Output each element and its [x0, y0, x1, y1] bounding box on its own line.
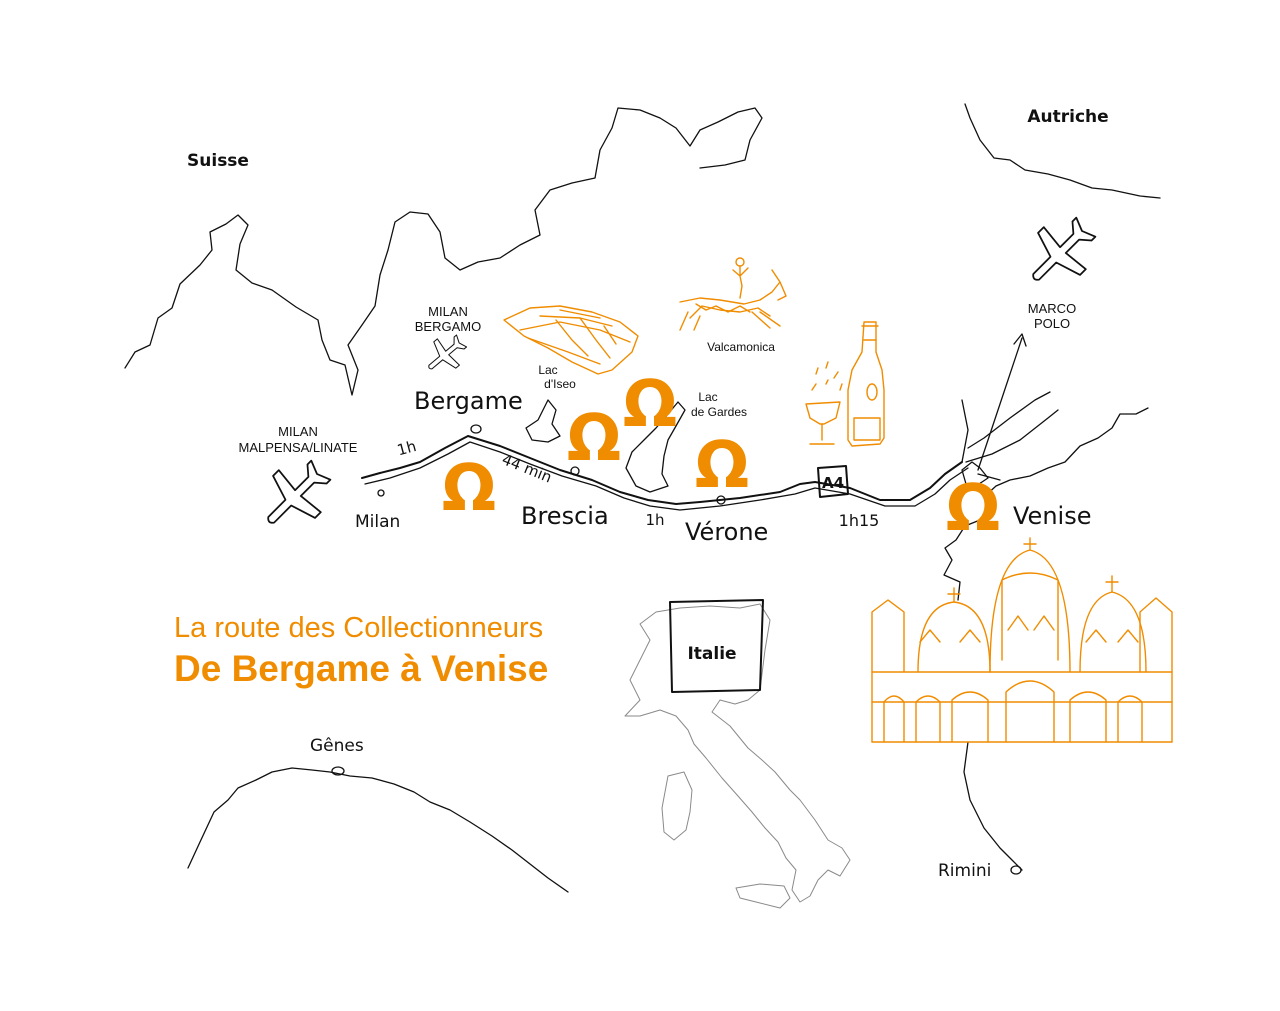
genes-label: Gênes: [310, 736, 364, 756]
adriatic-coast: [943, 407, 1149, 601]
brescia-label: Brescia: [521, 502, 609, 530]
verone-marker: [716, 495, 726, 505]
basilica-illustration: [871, 537, 1173, 743]
airport-malpensa-line2: MALPENSA/LINATE: [239, 440, 358, 455]
omega-marker-icon: Ω: [623, 368, 677, 442]
duration-brescia-verone: 1h: [645, 511, 664, 529]
champagne-glass-illustration: [805, 361, 843, 445]
ligurian-coast: [187, 767, 569, 893]
airport-bergamo-line1: MILAN: [428, 304, 468, 319]
bergame-marker: [470, 424, 482, 434]
a4-shield: A4: [817, 465, 849, 498]
lac-iseo-line2: d'Iseo: [544, 377, 576, 391]
marco-polo-arrow-icon: [1013, 333, 1027, 347]
venice-roads: [961, 391, 1059, 481]
airplane-icon: [267, 459, 332, 524]
airport-marco-polo: MARCO POLO: [1028, 301, 1076, 331]
speedboat-illustration: [503, 305, 639, 375]
italy-inset: Italie: [624, 599, 851, 909]
rimini-label: Rimini: [938, 861, 991, 881]
lac-iseo-line1: Lac: [538, 363, 557, 377]
wine-bottle-illustration: [847, 321, 885, 447]
venice-lagoon: [961, 461, 989, 487]
lac-garde-line1: Lac: [698, 390, 717, 404]
italie-label: Italie: [687, 644, 736, 664]
swiss-border: [124, 107, 763, 396]
airplane-icon: [428, 334, 468, 370]
omega-marker-icon: Ω: [567, 402, 621, 476]
airport-malpensa: MILAN MALPENSA/LINATE: [239, 424, 358, 455]
airport-marco-polo-line2: POLO: [1034, 316, 1070, 331]
venise-label: Venise: [1013, 502, 1091, 530]
omega-marker-icon: Ω: [695, 429, 749, 503]
milan-marker: [377, 489, 385, 497]
airplane-icon: [1032, 216, 1097, 281]
airport-marco-polo-line1: MARCO: [1028, 301, 1076, 316]
coast-to-rimini: [963, 741, 1023, 871]
lac-garde-line2: de Gardes: [691, 405, 747, 419]
duration-verone-venise: 1h15: [839, 511, 880, 530]
lake-iseo: [525, 399, 561, 443]
brescia-marker: [570, 466, 580, 476]
omega-marker-icon: Ω: [946, 472, 1000, 546]
milan-label: Milan: [355, 512, 400, 532]
airport-bergamo-line2: BERGAMO: [415, 319, 481, 334]
verone-label: Vérone: [685, 518, 768, 546]
sicily-outline: [735, 883, 791, 909]
a4-label: A4: [822, 474, 844, 492]
sardinia-outline: [661, 771, 693, 841]
austrian-border: [964, 103, 1161, 199]
genes-marker: [331, 766, 345, 776]
motorway-a4-road-inner: [364, 441, 969, 511]
title-line1: La route des Collectionneurs: [174, 612, 543, 644]
italy-outline: [624, 603, 851, 903]
marco-polo-route: [977, 337, 1023, 471]
lake-garda: [625, 401, 686, 493]
duration-milan-bergame: 1h: [395, 437, 418, 459]
rock-art-illustration: [679, 257, 787, 331]
title-line2: De Bergame à Venise: [174, 648, 548, 689]
autriche-label: Autriche: [1027, 107, 1108, 127]
airport-bergamo: MILAN BERGAMO: [415, 304, 481, 334]
suisse-label: Suisse: [187, 151, 249, 171]
airport-malpensa-line1: MILAN: [278, 424, 318, 439]
motorway-a4-road: [361, 435, 963, 505]
rimini-marker: [1010, 865, 1022, 875]
valcamonica-label: Valcamonica: [707, 340, 775, 354]
italy-inset-frame: [669, 599, 764, 693]
bergame-label: Bergame: [414, 387, 523, 415]
omega-marker-icon: Ω: [442, 452, 496, 526]
